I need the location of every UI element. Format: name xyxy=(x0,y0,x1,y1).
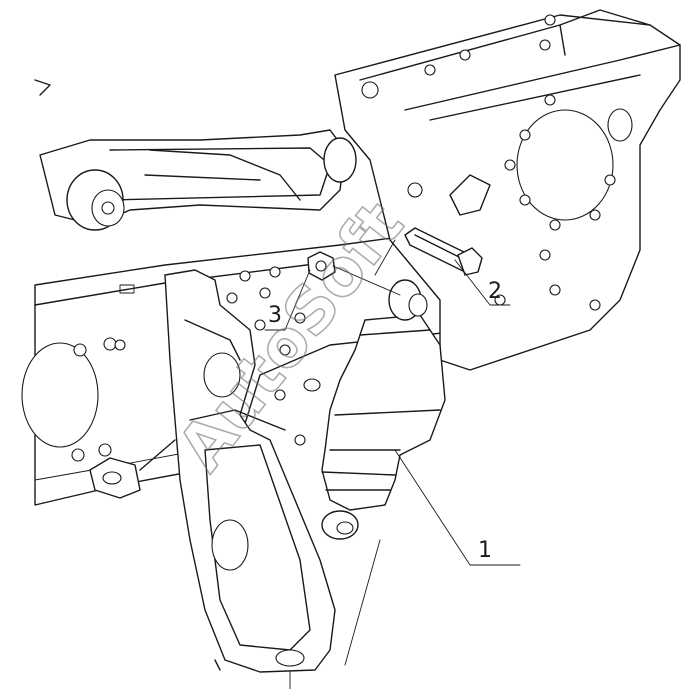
washer-ring xyxy=(303,378,321,392)
callout-3: 3 xyxy=(268,303,282,328)
leader-line-upper xyxy=(374,239,396,276)
leader-lines xyxy=(264,239,521,689)
callout-2: 2 xyxy=(488,279,502,304)
leader-line-lower xyxy=(344,539,381,666)
leader-line-1 xyxy=(394,449,521,566)
leader-line-2 xyxy=(454,259,511,306)
callout-1: 1 xyxy=(478,538,492,563)
leader-line-3 xyxy=(264,269,311,331)
upper-bracket-plate xyxy=(334,9,681,371)
nut-part xyxy=(307,251,401,296)
air-spring xyxy=(321,279,446,540)
upper-link-arm xyxy=(34,79,357,231)
bolt-part xyxy=(404,227,483,276)
lower-arm-bracket xyxy=(89,269,336,673)
